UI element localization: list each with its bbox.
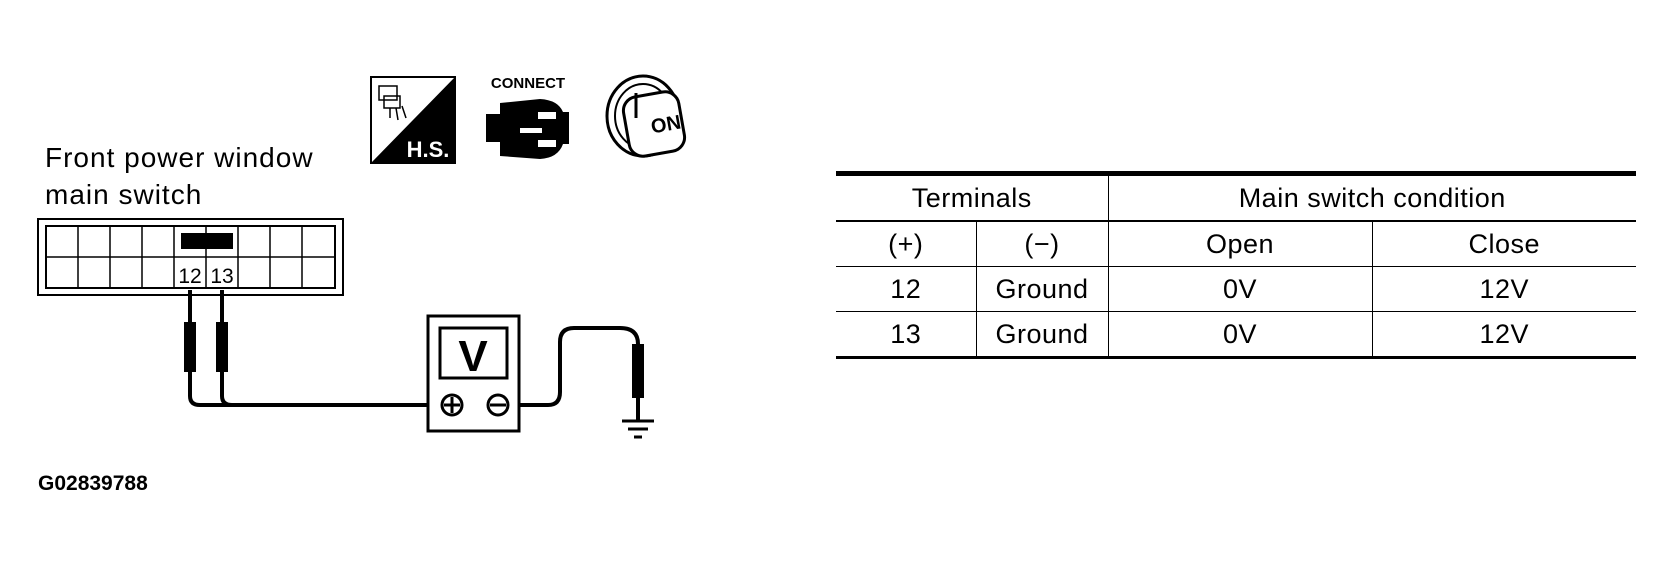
cell-close: 12V	[1371, 311, 1636, 358]
cell-open: 0V	[1107, 311, 1372, 358]
figure-id: G02839788	[38, 472, 148, 495]
pin-label-12: 12	[178, 265, 201, 288]
ignition-on-icon: ON	[605, 74, 687, 158]
cell-plus: 13	[836, 311, 976, 358]
cell-open: 0V	[1107, 266, 1372, 312]
connect-icon: CONNECT	[486, 75, 569, 159]
voltmeter: V	[426, 314, 521, 433]
svg-text:CONNECT: CONNECT	[491, 75, 565, 92]
svg-text:ON: ON	[649, 112, 682, 139]
header-plus: (+)	[836, 220, 976, 267]
cell-plus: 12	[836, 266, 976, 312]
header-open: Open	[1107, 220, 1372, 267]
table-group-header-row: Terminals Main switch condition	[836, 173, 1636, 221]
probe-12	[184, 322, 196, 372]
table-sub-header-row: (+) (−) Open Close	[836, 220, 1636, 267]
switch-label-line1: Front power window	[45, 142, 314, 173]
probe-13	[216, 322, 228, 372]
voltmeter-symbol: V	[458, 332, 488, 381]
cell-minus: Ground	[975, 311, 1108, 358]
header-minus: (−)	[975, 220, 1108, 267]
header-main-switch-condition: Main switch condition	[1107, 173, 1636, 221]
plus-terminal-icon	[440, 393, 464, 417]
header-close: Close	[1371, 220, 1636, 267]
cell-close: 12V	[1371, 266, 1636, 312]
svg-text:H.S.: H.S.	[407, 137, 450, 162]
table-row: 13 Ground 0V 12V	[836, 311, 1636, 358]
probe-wires	[188, 290, 640, 420]
table-row: 12 Ground 0V 12V	[836, 266, 1636, 312]
minus-terminal-icon	[486, 393, 510, 417]
spec-table: Terminals Main switch condition (+) (−) …	[836, 171, 1636, 359]
cell-minus: Ground	[975, 266, 1108, 312]
pin-label-13: 13	[210, 265, 233, 288]
switch-label-line2: main switch	[45, 179, 202, 210]
harness-side-icon: H.S.	[370, 76, 456, 164]
probe-ground	[632, 344, 644, 398]
ground-icon	[622, 419, 654, 439]
header-terminals: Terminals	[911, 182, 1032, 213]
